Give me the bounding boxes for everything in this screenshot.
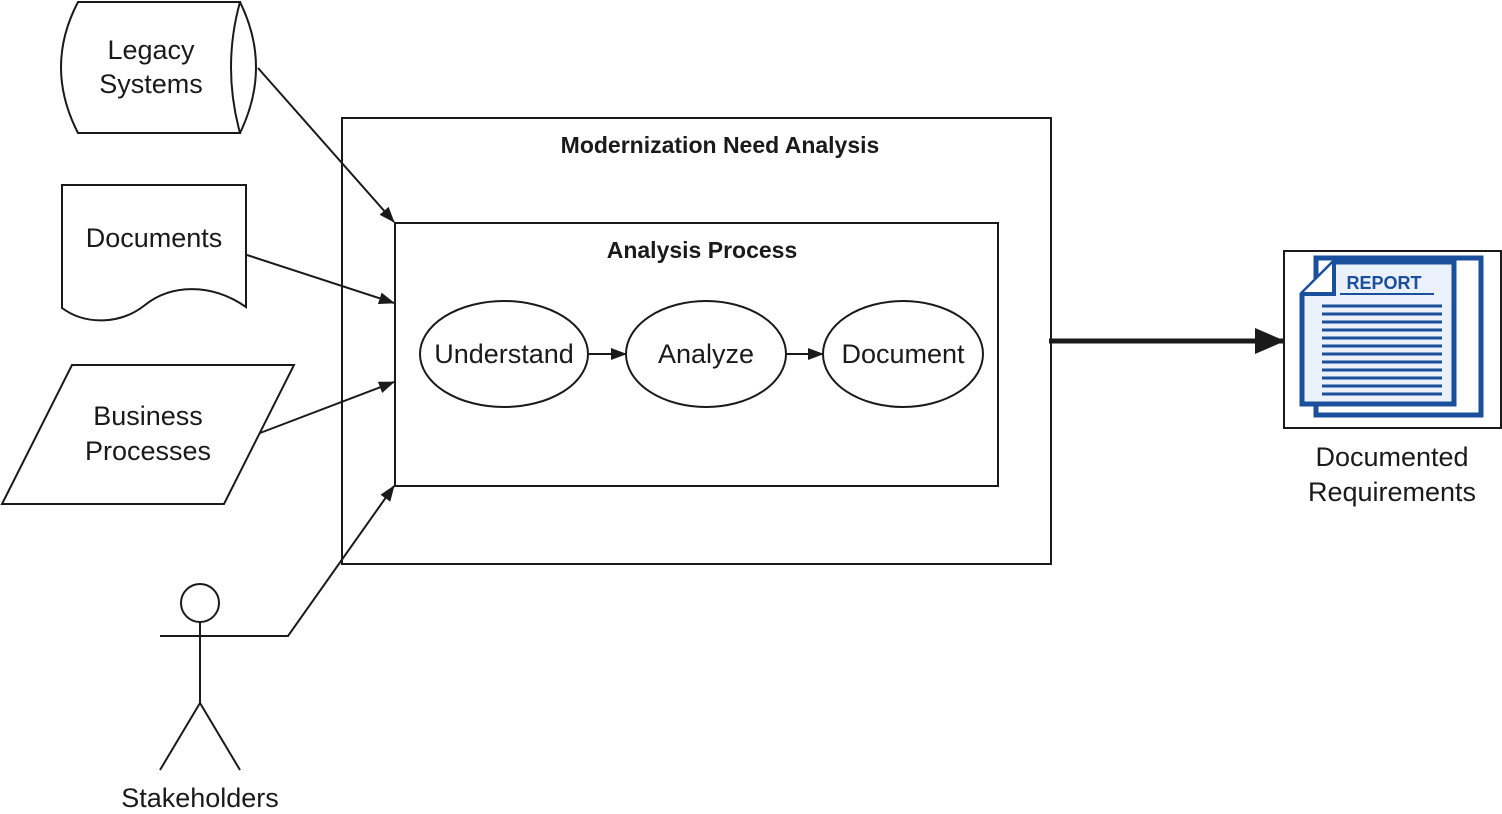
stakeholders-label: Stakeholders	[121, 783, 279, 813]
arrow-legacy-to-process	[257, 67, 395, 223]
step-analyze: Analyze	[625, 300, 787, 408]
documents-label: Documents	[86, 223, 223, 253]
business-processes-label-line2: Processes	[85, 436, 211, 466]
stakeholder-actor-icon	[159, 583, 241, 771]
step-document-label: Document	[841, 339, 965, 369]
step-understand-label: Understand	[434, 339, 574, 369]
step-analyze-label: Analyze	[658, 339, 754, 369]
documented-requirements-label-line2: Requirements	[1308, 477, 1476, 507]
step-document: Document	[822, 300, 984, 408]
documented-requirements-label-line1: Documented	[1315, 442, 1468, 472]
documents-node: Documents	[61, 184, 247, 322]
legacy-systems-node: Legacy Systems	[60, 0, 257, 134]
step-understand: Understand	[419, 300, 589, 408]
report-icon: REPORT	[1283, 250, 1502, 429]
legacy-systems-label-line2: Systems	[99, 69, 203, 99]
outer-box-title: Modernization Need Analysis	[561, 132, 880, 158]
arrow-business-to-process	[259, 381, 395, 434]
arrow-stakeholders-to-process	[240, 485, 395, 637]
business-processes-node: Business Processes	[0, 364, 296, 505]
legacy-systems-label-line1: Legacy	[107, 35, 195, 65]
report-icon-text: REPORT	[1346, 273, 1421, 293]
business-processes-label-line1: Business	[93, 401, 203, 431]
arrow-documents-to-process	[246, 254, 395, 305]
inner-box-title: Analysis Process	[607, 237, 798, 263]
